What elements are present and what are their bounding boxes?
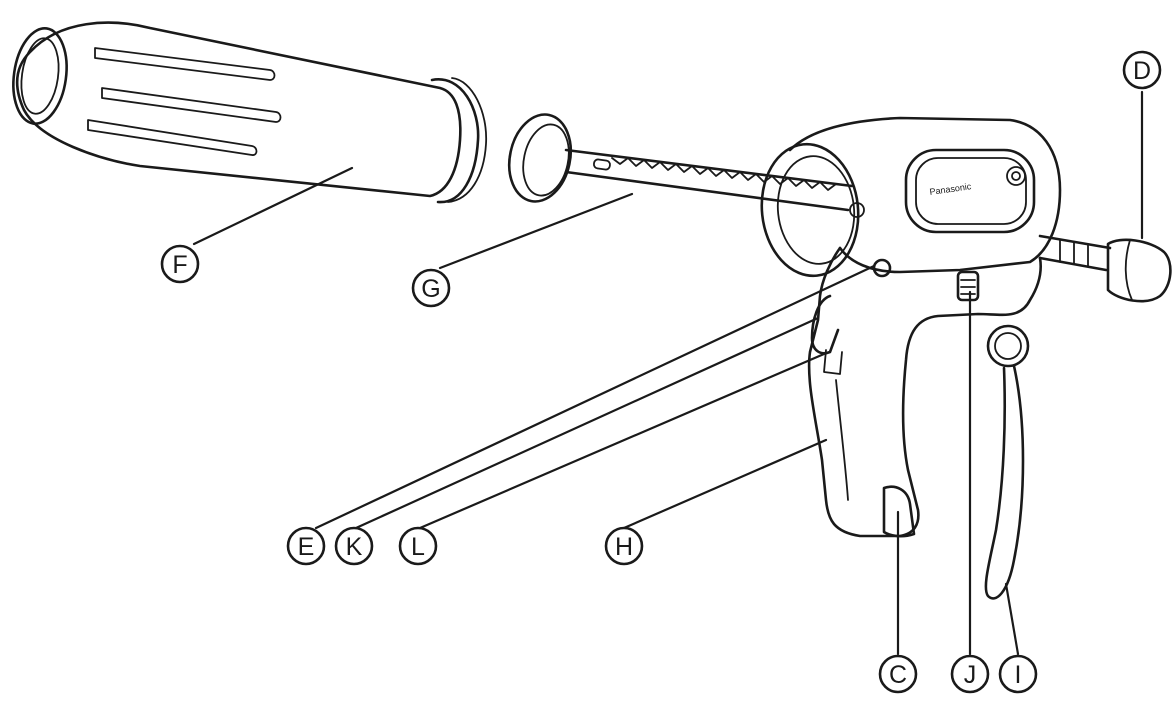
callout-K-letter: K [346,533,363,561]
gun-body-drawing: Panasonic [760,116,1172,600]
callout-L-letter: L [411,533,425,561]
callout-J: J [950,654,990,694]
callout-F-letter: F [172,251,187,279]
callout-E-letter: E [298,533,315,561]
cartridge-tube-drawing [12,21,487,204]
callout-D: D [1122,50,1162,90]
callout-F: F [160,244,200,284]
callout-D-letter: D [1133,57,1151,85]
callout-J-letter: J [964,661,977,689]
callout-K: K [334,526,374,566]
leader-lines [192,90,1144,656]
callout-G-letter: G [421,275,440,303]
callout-E: E [286,526,326,566]
callout-H: H [604,526,644,566]
plunger-rod-drawing [507,113,854,212]
callout-C-letter: C [889,661,907,689]
brand-plate-text: Panasonic [929,181,973,197]
callout-C: C [878,654,918,694]
callout-I-letter: I [1015,661,1022,689]
callout-H-letter: H [615,533,633,561]
callout-L: L [398,526,438,566]
callout-G: G [411,268,451,308]
callout-I: I [998,654,1038,694]
